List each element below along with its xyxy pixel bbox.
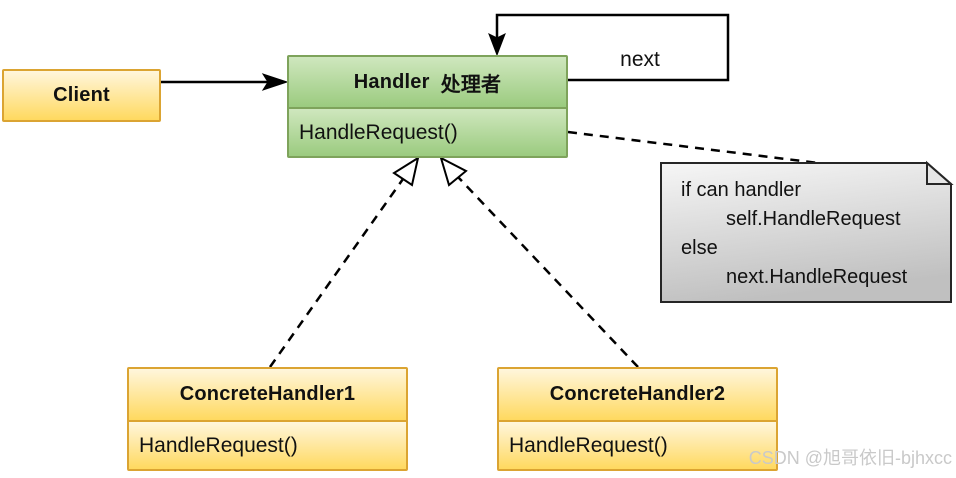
note-line-4: next.HandleRequest (726, 266, 908, 288)
concrete-handler2-class-box: ConcreteHandler2 HandleRequest() (497, 367, 778, 471)
next-self-loop-line (495, 13, 730, 82)
note-shape (660, 162, 952, 303)
client-class-box: Client (2, 69, 161, 122)
concrete2-inheritance-triangle (439, 156, 468, 187)
concrete1-inheritance-triangle (392, 155, 420, 187)
handler-class-name-cn: 处理者 (440, 73, 502, 96)
handler-class-name: Handler 处理者 (289, 57, 566, 107)
concrete-handler1-method-label: HandleRequest() (129, 420, 406, 469)
concrete-handler2-method-label: HandleRequest() (499, 420, 776, 469)
next-self-loop-arrowhead (488, 32, 506, 57)
handler-class-name-en: Handler (353, 70, 430, 93)
client-class-name: Client (4, 71, 159, 120)
concrete2-inheritance-line (457, 176, 639, 368)
watermark: CSDN @旭哥依旧-bjhxcc (748, 448, 952, 468)
note-line-1: if can handler (681, 179, 802, 201)
next-link-label: next (620, 48, 660, 71)
concrete-handler1-class-name: ConcreteHandler1 (129, 369, 406, 420)
handler-class-box: Handler 处理者 HandleRequest() (287, 55, 568, 158)
client-to-handler-arrowhead (261, 73, 289, 91)
handler-method-label: HandleRequest() (289, 107, 566, 156)
concrete-handler2-class-name: ConcreteHandler2 (499, 369, 776, 420)
concrete1-inheritance-line (268, 178, 405, 368)
note-line-2: self.HandleRequest (726, 208, 901, 230)
concrete-handler1-class-box: ConcreteHandler1 HandleRequest() (127, 367, 408, 471)
note-text-block: if can handler self.HandleRequest else n… (661, 163, 951, 302)
note-fold-corner (926, 160, 954, 185)
note-line-3: else (681, 237, 718, 259)
handler-to-note-dashed-line (567, 130, 819, 165)
